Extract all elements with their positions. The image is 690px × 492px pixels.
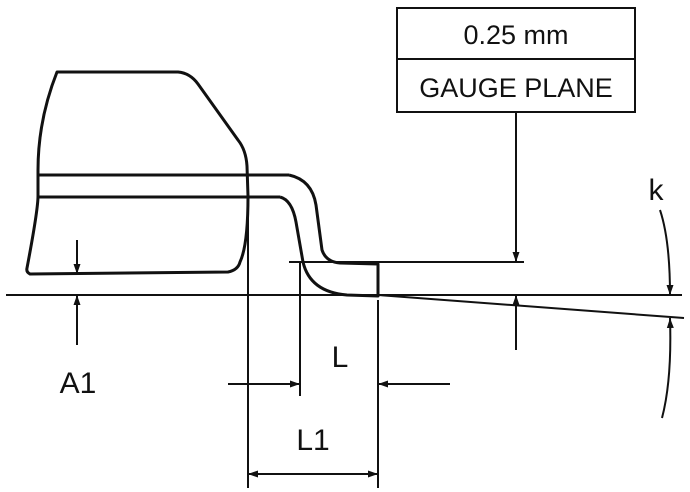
dimension-label: 0.25 mm (463, 20, 568, 50)
extension-lines (247, 205, 379, 488)
lead (38, 173, 380, 298)
tilted-plane (377, 294, 685, 319)
l-label: L (332, 341, 349, 374)
package-body (25, 70, 250, 276)
k-label: k (649, 174, 665, 207)
k-angle (659, 209, 674, 419)
callout-box: 0.25 mm GAUGE PLANE (396, 7, 636, 113)
a1-label: A1 (60, 367, 97, 400)
gauge-plane-label: GAUGE PLANE (419, 73, 613, 103)
l1-label: L1 (296, 424, 329, 457)
